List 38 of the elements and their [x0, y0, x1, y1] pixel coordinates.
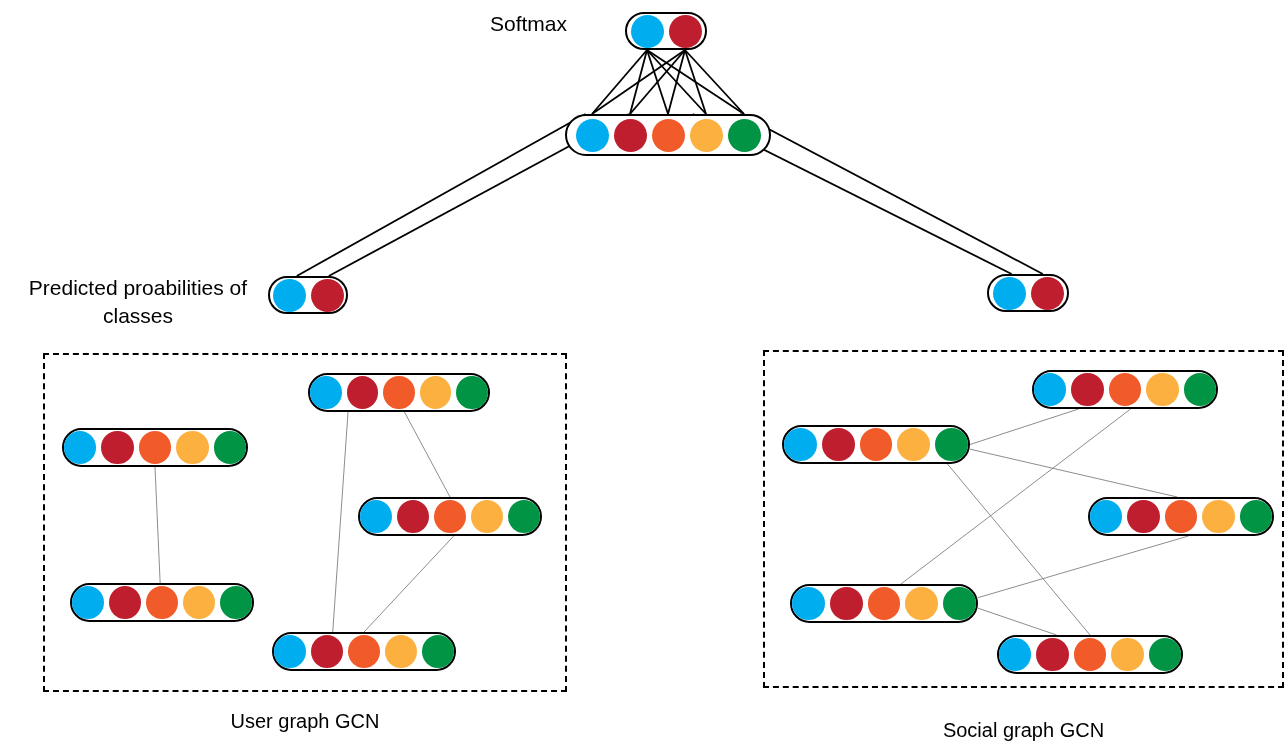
connector-line — [977, 535, 1189, 599]
neuron-layer — [268, 276, 348, 314]
connector-line — [591, 49, 686, 115]
neuron-layer — [790, 584, 978, 623]
connector-line — [947, 463, 1091, 636]
neuron-layer — [782, 425, 970, 464]
connector-line — [154, 466, 161, 584]
neuron-layer — [1032, 370, 1218, 409]
connector-line — [684, 49, 707, 115]
connector-line — [646, 49, 707, 115]
connector-line — [646, 49, 669, 115]
neuron-layer — [997, 635, 1183, 674]
connector-line — [363, 535, 455, 633]
neuron-layer — [358, 497, 542, 536]
neuron-layer — [1088, 497, 1274, 536]
neuron-layer — [272, 632, 456, 671]
connector-line — [969, 408, 1079, 445]
group-label: User graph GCN — [230, 710, 380, 733]
neuron-layer — [62, 428, 248, 467]
group-label: Social graph GCN — [942, 719, 1105, 742]
connector-line — [900, 408, 1132, 585]
connector-line — [739, 113, 1044, 275]
connector-line — [332, 411, 349, 633]
neuron-layer — [625, 12, 707, 50]
neuron-layer — [987, 274, 1069, 312]
neuron-layer — [70, 583, 254, 622]
node-caption: Softmax — [490, 11, 569, 37]
connector-line — [684, 49, 745, 115]
node-caption: Predicted proabilities of classes — [27, 275, 249, 329]
neuron-layer — [308, 373, 490, 412]
connector-line — [667, 49, 686, 115]
connector-line — [591, 49, 648, 115]
connector-line — [969, 448, 1178, 498]
connector-line — [629, 49, 686, 115]
neuron-layer — [565, 114, 771, 156]
connector-line — [977, 607, 1057, 636]
connector-line — [404, 411, 451, 498]
connector-line — [629, 49, 648, 115]
